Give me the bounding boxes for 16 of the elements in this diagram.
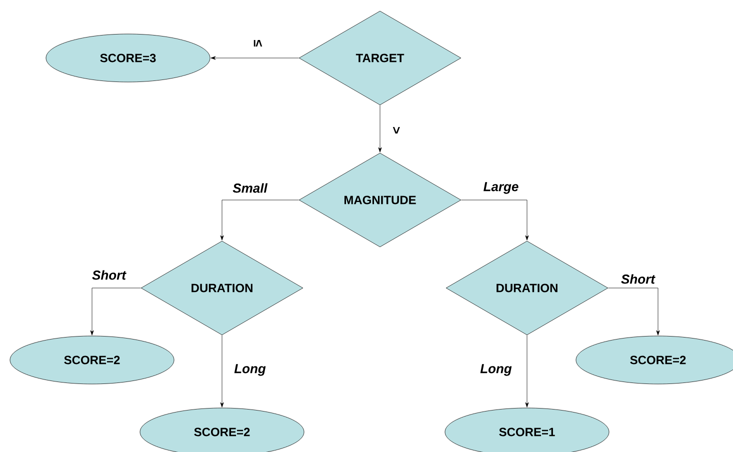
edge-label: ≤ [254, 40, 262, 46]
arrow [220, 335, 224, 408]
arrow [525, 335, 529, 408]
arrow [461, 200, 529, 240]
edge-label: Large [484, 182, 518, 194]
arrow [210, 56, 299, 60]
edge-label: > [392, 126, 400, 134]
edge-label: Short [92, 270, 126, 280]
arrow [608, 288, 660, 336]
arrow [378, 105, 382, 152]
arrow [90, 288, 141, 336]
edge-label: Short [621, 274, 656, 284]
edge-label: Long [480, 364, 512, 376]
edge-label: Small [232, 183, 268, 193]
edge-label: Long [234, 364, 266, 376]
arrow [220, 200, 299, 240]
